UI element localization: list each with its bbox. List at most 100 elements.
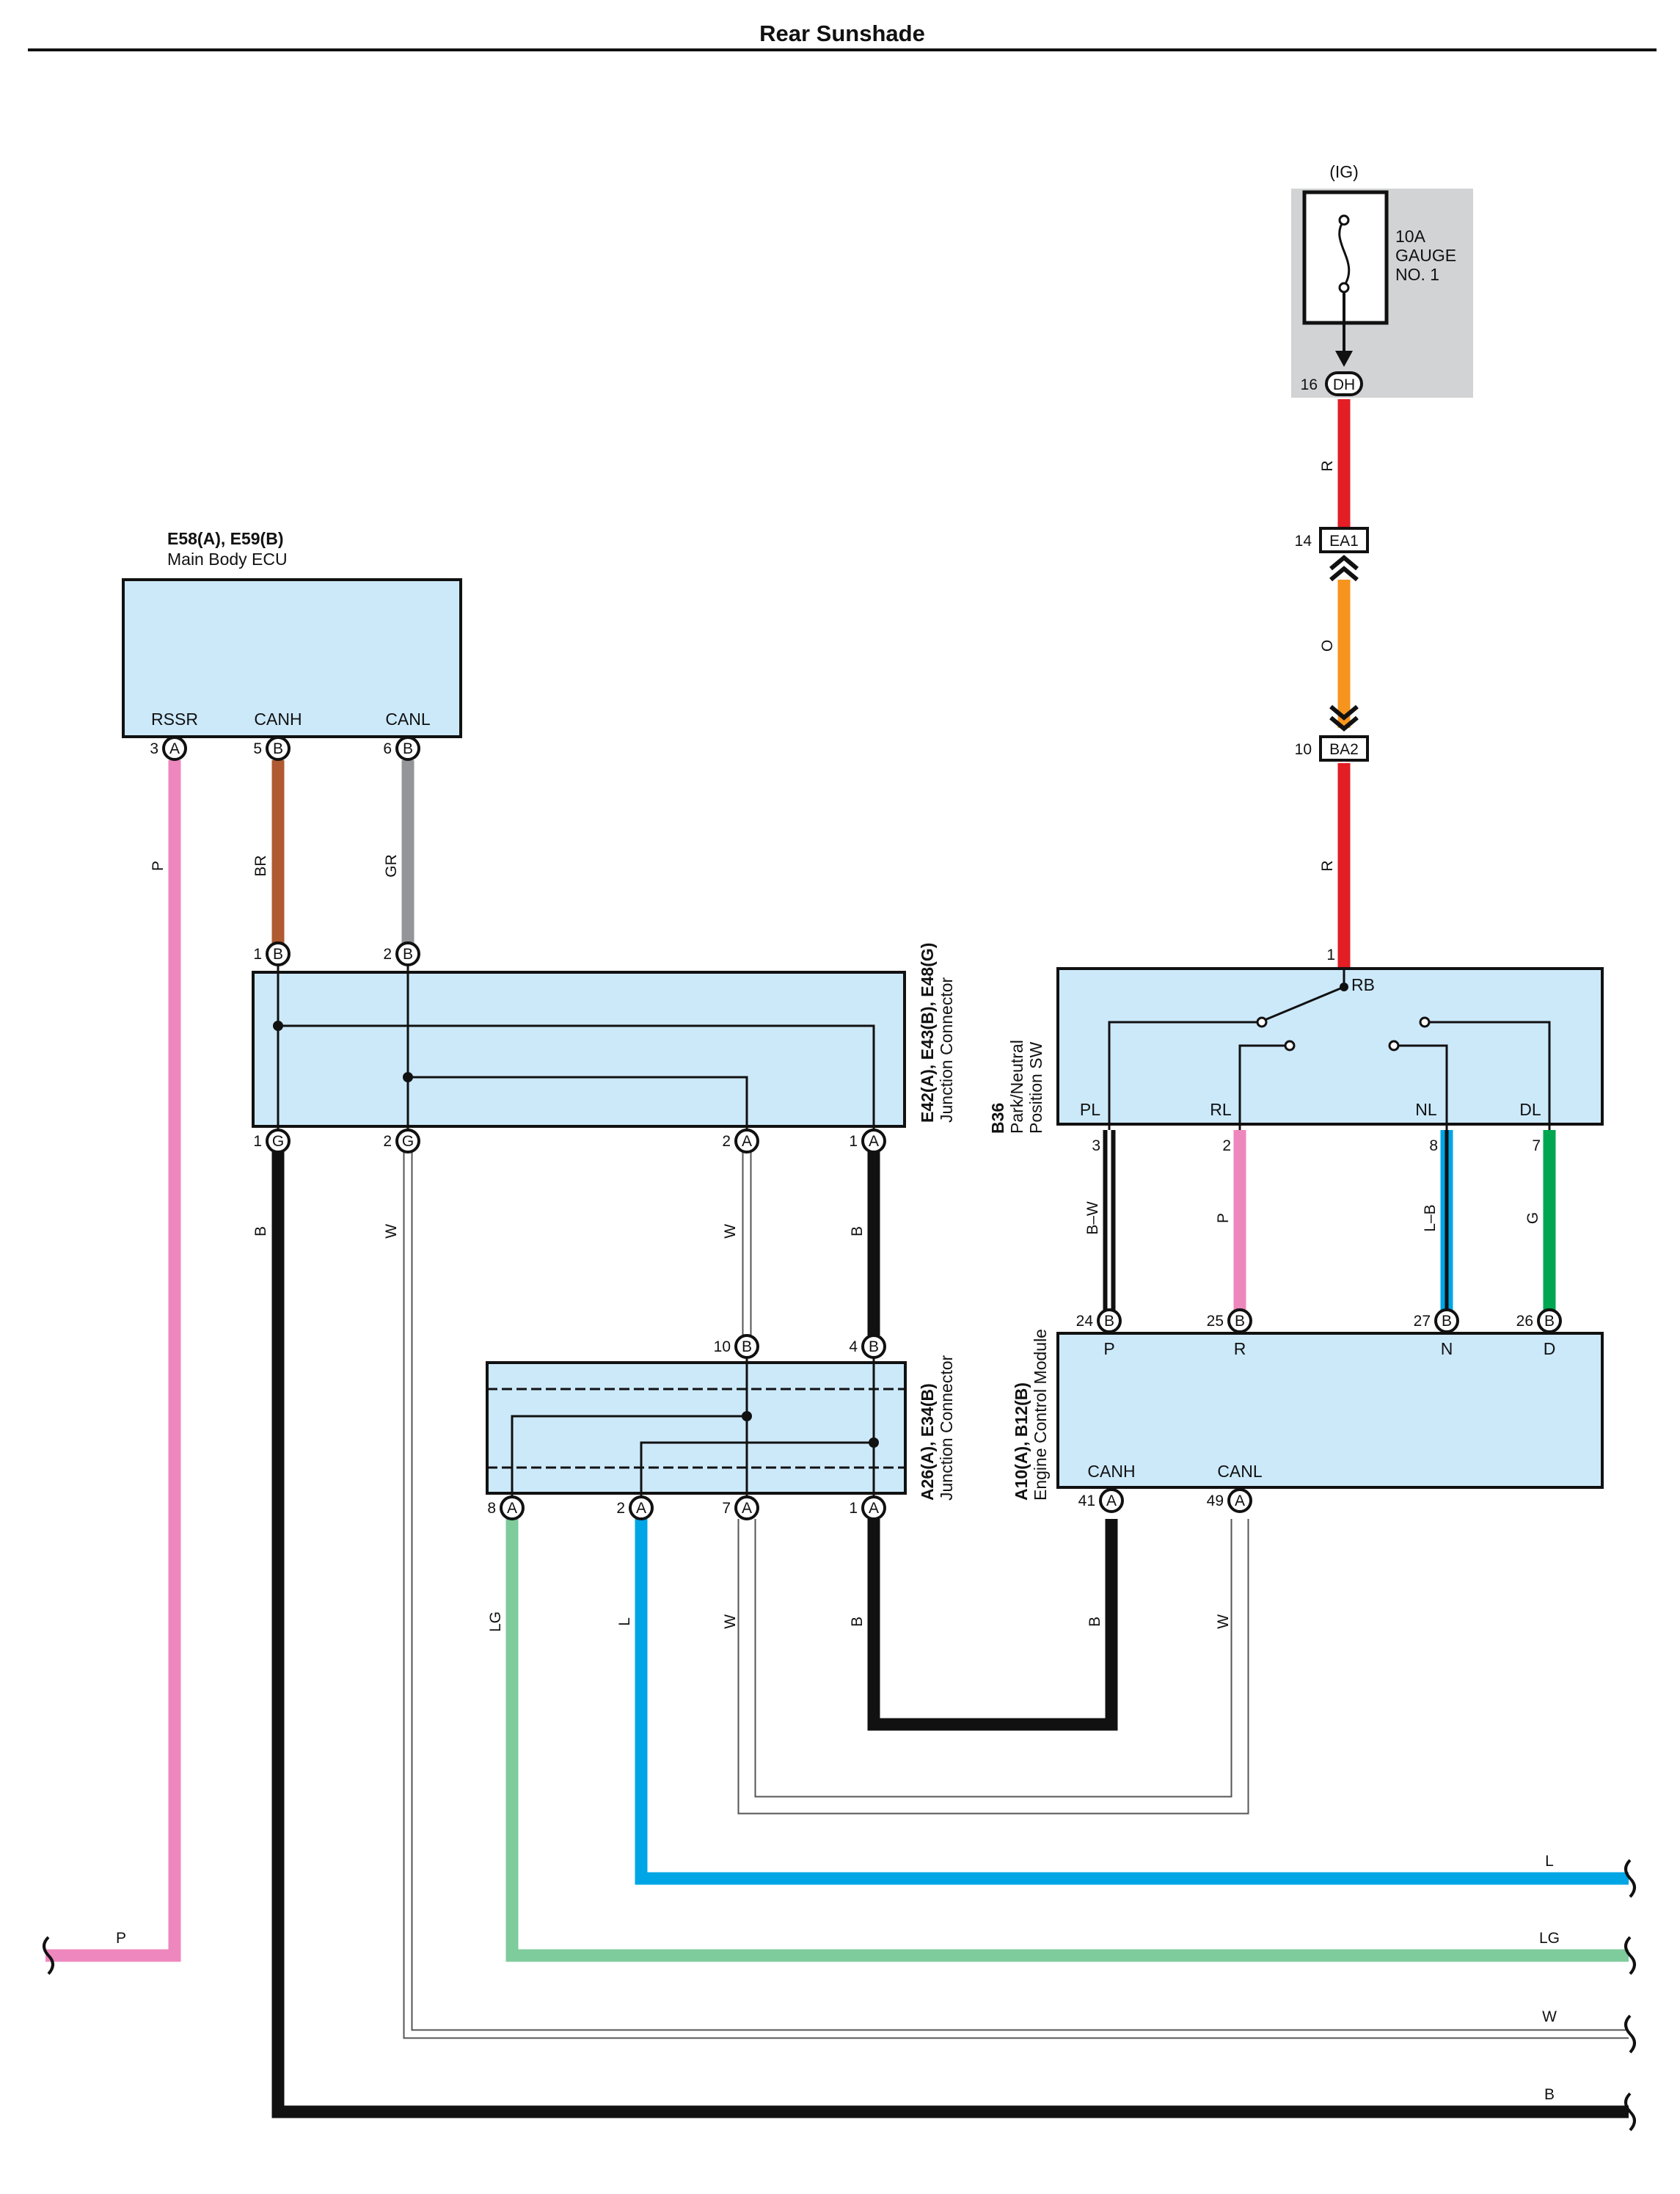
wire-can-b [867, 1519, 1118, 1731]
pin-ecm-p: B 24 [1076, 1308, 1122, 1333]
wl-pl: B–W [1084, 1201, 1101, 1235]
wire-jc1-w [403, 1141, 1629, 2039]
wl-ba-r: R [1319, 860, 1336, 871]
pin-jc2-top-10-code: B [742, 1338, 752, 1355]
pin-jc2-bottom-1-number: 1 [849, 1500, 858, 1517]
pin-jc2-bottom-7: A7 [722, 1495, 759, 1520]
pin-jc2-bottom-8-number: 8 [487, 1500, 496, 1517]
wl-ecm-b: B [1086, 1617, 1103, 1627]
main-ecu-code: E58(A), E59(B) [167, 529, 283, 548]
jc1-code: E42(A), E43(B), E48(G) [918, 943, 937, 1123]
pin-jc1-top-2-number: 2 [383, 946, 392, 963]
jc2-box [486, 1361, 907, 1495]
ecm-code: A10(A), B12(B) [1012, 1382, 1031, 1501]
pnsw-term-dl: DL [1519, 1100, 1541, 1119]
pin-ecm-p-number: 24 [1076, 1313, 1094, 1330]
arrow-down-icon [1335, 351, 1353, 367]
wl-jc1-w: W [383, 1224, 400, 1239]
pnsw-name2: Position SW [1026, 1041, 1045, 1134]
wl-nl: L–B [1422, 1204, 1439, 1231]
main-ecu-box [122, 578, 462, 738]
pin-jc2-bottom-1-code: A [869, 1500, 879, 1517]
park-neutral-switch: RB 1 PL RL NL DL 3 2 8 7 B36 Park/Neutra… [988, 947, 1604, 1154]
pnsw-pin-nl: 8 [1429, 1137, 1438, 1154]
ecm-term-canl: CANL [1217, 1462, 1263, 1481]
connector-dh [1325, 371, 1363, 396]
wl-rssr-p: P [150, 861, 167, 871]
connector-ea1-pin: 14 [1295, 533, 1312, 550]
wl-out-w: W [1542, 2008, 1557, 2025]
pin-ecm-canh: A 41 [1078, 1488, 1124, 1513]
wl-rl: P [1215, 1213, 1232, 1223]
connector-ba2 [1319, 735, 1369, 762]
pin-jc2-bottom-8-code: A [507, 1500, 517, 1517]
pin-jc1-bottom-g2: G2 [383, 1129, 420, 1154]
wl-w: W [722, 1614, 739, 1629]
pin-jc1-bottom-a2-number: 2 [722, 1133, 731, 1150]
wl-canl-gr: GR [383, 854, 400, 878]
pin-ecm-canh-number: 41 [1078, 1493, 1095, 1509]
pin-jc1-bottom-g1-code: G [272, 1133, 284, 1150]
wl-l: L [616, 1617, 633, 1626]
pin-ecm-p-code: B [1104, 1313, 1114, 1330]
pnsw-code: B36 [988, 1103, 1007, 1134]
pin-ecu-canh-number: 5 [253, 740, 262, 757]
connector-dh-pin: 16 [1301, 376, 1318, 393]
pin-ecu-rssr-number: 3 [150, 740, 158, 757]
pin-jc1-top-2: B2 [383, 941, 420, 966]
wire-rssr-p [45, 760, 181, 1962]
fuse-name2: NO. 1 [1395, 265, 1439, 284]
pin-ecm-canl-code: A [1235, 1493, 1245, 1509]
ecm-box [1056, 1332, 1604, 1489]
wl-out-p: P [116, 1930, 126, 1947]
fuse-ig-label: (IG) [1329, 162, 1359, 181]
wire-l [635, 1519, 1629, 1885]
connector-ea1 [1319, 527, 1369, 553]
inline-connectors: EA1 14 BA2 10 [1295, 527, 1369, 762]
pin-jc2-top-4-number: 4 [849, 1338, 858, 1355]
chevron-down-icon [1329, 704, 1359, 732]
fuse-icon [1338, 219, 1351, 287]
connector-dh-code: DH [1333, 376, 1355, 393]
pin-jc1-top-1-number: 1 [253, 946, 262, 963]
pnsw-term-pl: PL [1080, 1100, 1100, 1119]
pin-jc1-bottom-a1: A1 [849, 1129, 886, 1154]
jc1-box [252, 971, 906, 1128]
pnsw-name1: Park/Neutral [1007, 1040, 1026, 1134]
pin-ecm-r-code: B [1235, 1313, 1245, 1330]
pin-jc1-bottom-g2-number: 2 [383, 1133, 392, 1150]
pnsw-pin-pl: 3 [1092, 1137, 1100, 1154]
engine-control-module: P R N D CANH CANL A10(A), B12(B) Engine … [1012, 1329, 1604, 1501]
ecm-name: Engine Control Module [1031, 1329, 1050, 1501]
pin-ecm-n-code: B [1442, 1313, 1452, 1330]
wl-fuse-r: R [1319, 460, 1336, 471]
wl-out-lg: LG [1539, 1930, 1560, 1947]
pin-jc1-top-1-code: B [273, 946, 283, 963]
chevron-up-icon [1329, 555, 1359, 582]
junction-connector-1: E42(A), E43(B), E48(G) Junction Connecto… [252, 943, 956, 1141]
pnsw-rb-pin: 1 [1326, 947, 1335, 963]
wl-out-b: B [1544, 2086, 1555, 2103]
pin-ecm-d-code: B [1544, 1313, 1555, 1330]
pin-ecu-canh: B5 [253, 736, 291, 761]
pin-jc1-top-1: B1 [253, 941, 291, 966]
pin-jc2-top-10-number: 10 [714, 1338, 731, 1355]
ecm-term-p: P [1103, 1339, 1114, 1358]
main-ecu-name: Main Body ECU [167, 550, 288, 569]
pin-jc1-bottom-g1-number: 1 [253, 1133, 262, 1150]
wl-jc1-b: B [252, 1226, 269, 1236]
pin-ecm-n-number: 27 [1414, 1313, 1431, 1330]
ecm-term-n: N [1441, 1339, 1453, 1358]
pin-jc2-bottom-2-number: 2 [616, 1500, 625, 1517]
pin-ecu-canl: B6 [383, 736, 420, 761]
pin-ecu-canl-number: 6 [383, 740, 392, 757]
pin-ecu-canh-code: B [273, 740, 283, 757]
wl-out-l: L [1545, 1853, 1554, 1870]
pin-jc2-bottom-7-number: 7 [722, 1500, 731, 1517]
pin-jc2-top-4: B4 [849, 1334, 886, 1359]
wl-ecm-w: W [1215, 1614, 1232, 1629]
jc1-name: Junction Connector [937, 977, 956, 1123]
pin-ecm-canh-code: A [1106, 1493, 1117, 1509]
